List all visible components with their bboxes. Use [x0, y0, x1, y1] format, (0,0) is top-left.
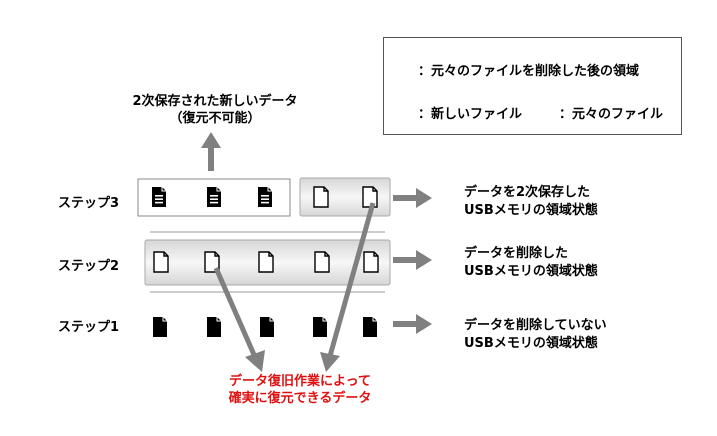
recovery-arrow-right — [320, 202, 376, 372]
step2-empty-file-icon — [363, 251, 379, 273]
step1-original-file-icon — [259, 316, 275, 338]
legend-new-file-label: ：新しいファイル — [418, 107, 523, 122]
step1-original-file-icon — [312, 316, 328, 338]
step2-desc-line2: USBメモリの領域状態 — [464, 264, 598, 279]
legend-box — [383, 37, 682, 135]
step2-desc-line1: データを削除した — [464, 246, 569, 261]
step1-original-file-icon — [206, 316, 222, 338]
step3-desc-line1: データを2次保存した — [464, 185, 591, 200]
right-arrow-step1 — [393, 314, 432, 334]
step1-desc-line1: データを削除していない — [464, 318, 607, 333]
step3-new-file-icon — [206, 186, 222, 208]
step2-empty-file-icon — [314, 251, 330, 273]
right-arrow-step2 — [393, 250, 432, 270]
top-caption-line2: （復元不可能） — [169, 111, 261, 126]
legend-empty-area-label: ：元々のファイルを削除した後の領域 — [418, 64, 640, 79]
right-arrow-step3 — [393, 188, 432, 208]
step2-empty-file-icon — [258, 251, 274, 273]
legend-original-file-label: ：元々のファイル — [559, 107, 664, 122]
recovery-note-line1: データ復旧作業によって — [229, 374, 371, 389]
step1-desc-line2: USBメモリの領域状態 — [464, 336, 598, 351]
step1-label: ステップ1 — [58, 320, 120, 335]
recovery-note-line2: 確実に復元できるデータ — [228, 391, 372, 406]
step2-empty-file-icon — [153, 251, 169, 273]
step1-original-file-icon — [362, 316, 378, 338]
step3-label: ステップ3 — [58, 196, 120, 211]
step3-desc-line2: USBメモリの領域状態 — [464, 203, 598, 218]
recovery-arrow-left — [213, 266, 265, 372]
step3-empty-file-icon — [313, 186, 329, 208]
top-caption-line1: 2次保存された新しいデータ — [132, 94, 298, 109]
step3-new-file-icon — [257, 186, 273, 208]
step1-original-file-icon — [152, 316, 168, 338]
up-arrow — [201, 132, 221, 171]
step2-label: ステップ2 — [58, 259, 120, 274]
step3-new-file-icon — [151, 186, 167, 208]
